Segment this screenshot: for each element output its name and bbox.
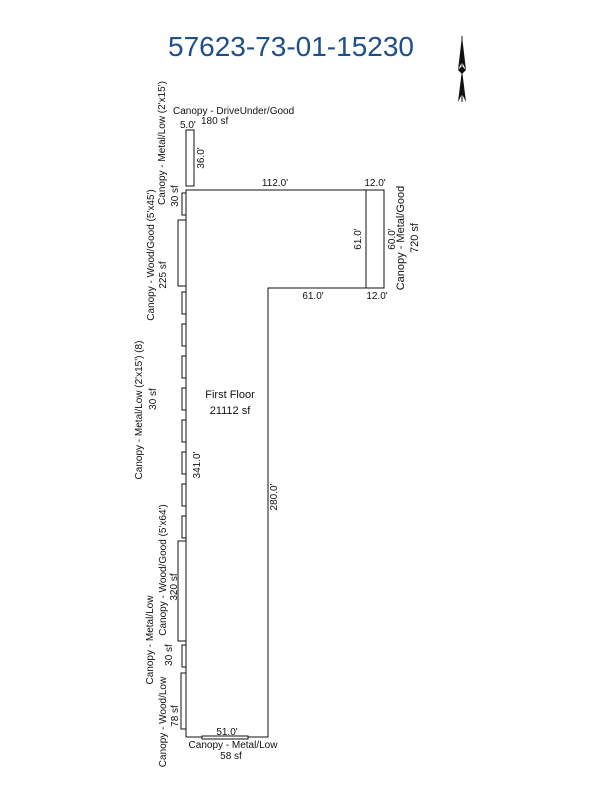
canopy-driveunder-width: 5.0' [180,120,196,131]
canopy-metal-low-bottom-area: 58 sf [220,751,242,762]
dim-notch-vertical: 61.0' [353,228,364,249]
canopy-strip [181,451,187,475]
canopy-metal-low-8-name: Canopy - Metal/Low (2'x15') (8) [134,341,145,480]
canopy-metal-low-top-name: Canopy - Metal/Low (2'x15') [157,81,168,205]
main-floor-name: First Floor [205,389,255,401]
dim-top: 112.0' [262,178,288,189]
canopy-strip [181,483,187,507]
canopy-driveunder-good [185,129,195,187]
canopy-metal-low-8-area: 30 sf [148,388,159,410]
canopy-metal-good-height: 60.0' [387,228,398,249]
canopy-metal-good-width-top: 12.0' [364,178,385,189]
canopy-metal-good-area: 720 sf [409,222,421,253]
canopy-strip [181,419,187,443]
dim-left: 341.0' [192,451,203,478]
canopy-strip [181,291,187,315]
canopy-driveunder-height: 36.0' [196,147,207,168]
canopy-metal-good-name: Canopy - Metal/Good [395,186,407,291]
dim-bottom: 51.0' [216,727,237,738]
canopy-strip [181,387,187,411]
canopy-strip [177,540,187,642]
canopy-wood-low-name: Canopy - Wood/Low [158,676,169,767]
left-canopy-strips [177,192,187,730]
canopy-metal-good [365,189,385,289]
main-building-outline [185,189,367,738]
canopy-metal-low-bottom [201,735,249,740]
canopy-wood-good-top-name: Canopy - Wood/Good (5'x45') [146,189,157,320]
canopy-strip [180,672,187,730]
canopy-driveunder-area: 180 sf [201,116,228,127]
canopy-strip [181,323,187,347]
canopy-wood-good-top-area: 225 sf [158,261,169,288]
canopy-driveunder-name: Canopy - DriveUnder/Good [173,106,294,117]
canopy-strip [181,355,187,379]
dim-notch-horizontal: 61.0' [302,291,323,302]
canopy-metal-low-mid-name: Canopy - Metal/Low [145,595,156,685]
canopy-wood-low-area: 78 sf [170,705,181,727]
canopy-strip [181,192,187,216]
canopy-metal-good-width-bottom: 12.0' [366,291,387,302]
dim-right: 280.0' [269,483,280,510]
canopy-wood-good-bottom-name: Canopy - Wood/Good (5'x64') [158,504,169,635]
canopy-strip [181,515,187,539]
canopy-metal-low-mid-area: 30 sf [164,644,175,666]
canopy-strip [177,219,187,287]
canopy-strip [181,644,187,668]
canopy-metal-low-bottom-name: Canopy - Metal/Low [189,740,279,751]
canopy-wood-good-bottom-area: 320 sf [169,573,180,600]
parcel-title: 57623-73-01-15230 [168,31,414,62]
north-arrow-icon [458,36,466,102]
canopy-metal-low-top-area: 30 sf [170,185,181,207]
main-floor-area: 21112 sf [210,405,252,417]
